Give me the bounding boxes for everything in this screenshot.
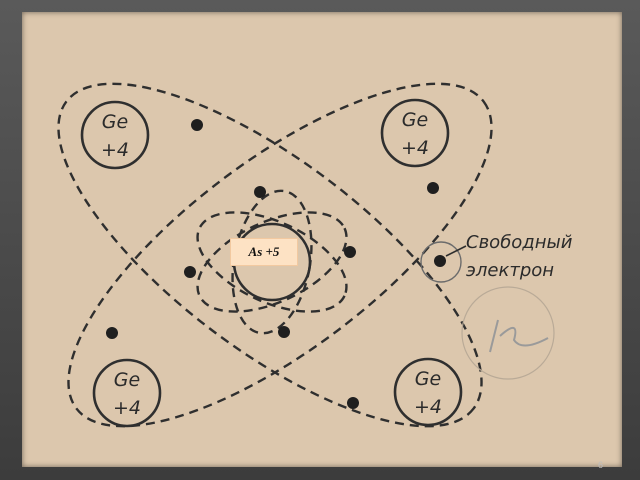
ge-charge-top-right: +4 bbox=[401, 137, 429, 159]
ge-atom-top-left bbox=[80, 100, 150, 170]
ge-charge-bottom-right: +4 bbox=[414, 396, 442, 418]
ge-charge-bottom-left: +4 bbox=[113, 397, 141, 419]
ge-atom-bottom-left bbox=[92, 358, 162, 428]
ge-atom-bottom-right bbox=[393, 357, 463, 427]
electron bbox=[347, 397, 359, 409]
ge-charge-top-left: +4 bbox=[101, 139, 129, 161]
electron bbox=[106, 327, 118, 339]
inner-orbit-a bbox=[196, 211, 348, 313]
ge-atom-top-right bbox=[380, 98, 450, 168]
slide-number: 6 bbox=[598, 460, 604, 470]
orbit-ellipse-b bbox=[67, 82, 493, 428]
free-electron-pointer bbox=[445, 245, 467, 257]
electron bbox=[184, 266, 196, 278]
pencil-circle bbox=[461, 286, 555, 380]
ge-symbol-top-left: Ge bbox=[102, 111, 128, 133]
electron bbox=[254, 186, 266, 198]
free-electron bbox=[434, 255, 446, 267]
free-electron-label-line2: электрон bbox=[466, 260, 554, 281]
free-electron-label-line1: Свободный bbox=[466, 232, 573, 253]
pencil-scribble bbox=[489, 319, 549, 353]
orbit-ellipse-a bbox=[57, 82, 483, 428]
electron bbox=[344, 246, 356, 258]
diagram-photo bbox=[22, 12, 622, 467]
electron bbox=[278, 326, 290, 338]
free-electron-ring bbox=[420, 241, 462, 283]
ge-symbol-bottom-left: Ge bbox=[114, 369, 140, 391]
electron bbox=[191, 119, 203, 131]
inner-orbit-b bbox=[196, 211, 348, 313]
electron bbox=[427, 182, 439, 194]
ge-symbol-top-right: Ge bbox=[402, 109, 428, 131]
as-label: As +5 bbox=[230, 238, 298, 266]
ge-symbol-bottom-right: Ge bbox=[415, 368, 441, 390]
